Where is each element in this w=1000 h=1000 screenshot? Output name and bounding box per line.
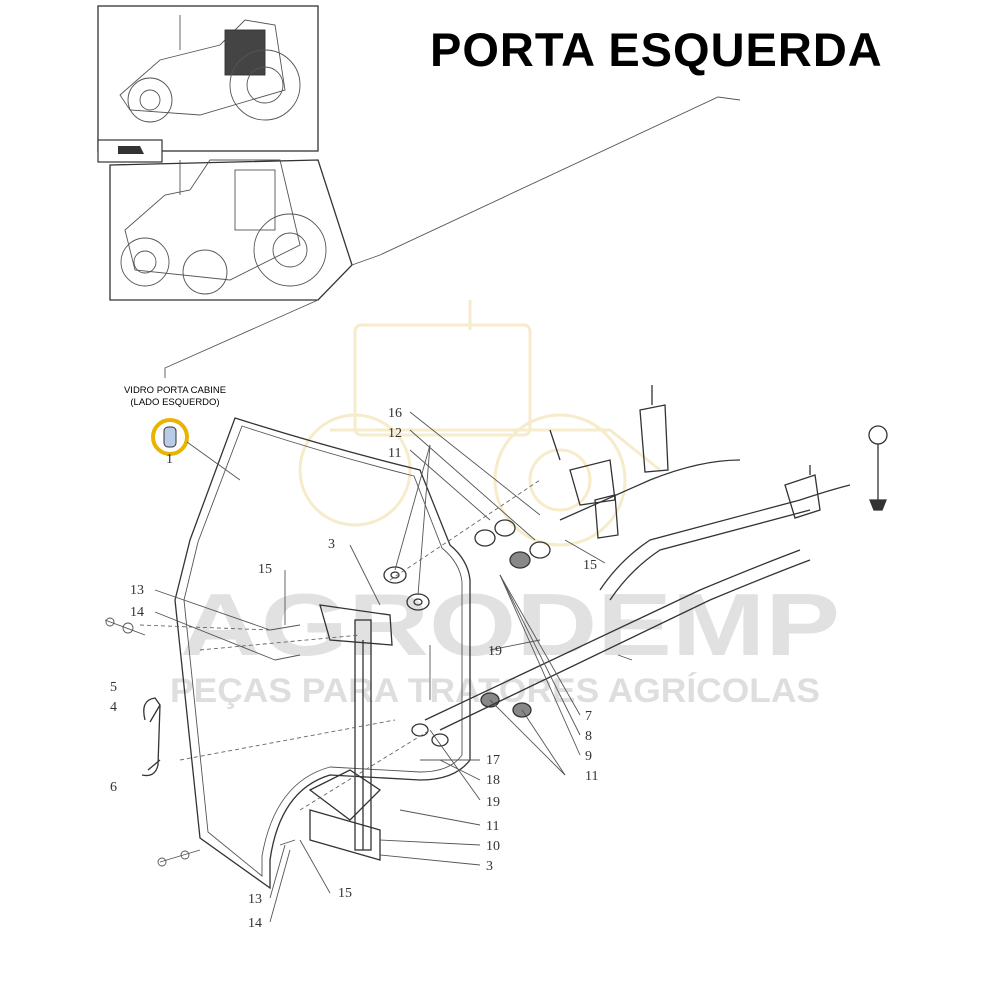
part-number-3: 3 <box>328 537 335 552</box>
part-number-7: 7 <box>585 709 592 724</box>
part-number-11: 11 <box>388 446 401 461</box>
part-number-19: 19 <box>488 644 502 659</box>
callout-line-2: (LADO ESQUERDO) <box>130 397 220 408</box>
part-number-3: 3 <box>486 859 493 874</box>
part-number-18: 18 <box>486 773 500 788</box>
part-number-16: 16 <box>388 406 402 421</box>
page-title: PORTA ESQUERDA <box>430 23 883 76</box>
part-number-13: 13 <box>130 583 144 598</box>
part-number-11: 11 <box>585 769 598 784</box>
thumbnail-leader <box>164 96 741 378</box>
part-number-15: 15 <box>258 562 272 577</box>
part-number-15: 15 <box>583 558 597 573</box>
part-number-9: 9 <box>585 749 592 764</box>
part-number-13: 13 <box>248 892 262 907</box>
alignment-lines <box>139 479 541 811</box>
glass-callout: VIDRO PORTA CABINE (LADO ESQUERDO) <box>120 385 230 409</box>
screws <box>104 617 633 867</box>
part-number-5: 5 <box>110 680 117 695</box>
part-leaders <box>154 411 606 923</box>
part-number-15: 15 <box>338 886 352 901</box>
part-number-11: 11 <box>486 819 499 834</box>
part-number-1: 1 <box>166 452 173 467</box>
latch-bracket <box>549 385 669 539</box>
watermark-tractor-icon <box>298 300 661 547</box>
item-1-highlight <box>151 418 241 481</box>
watermark: AGRODEMP PEÇAS PARA TRATORES AGRÍCOLAS <box>170 300 840 710</box>
part-number-10: 10 <box>486 839 500 854</box>
part-number-4: 4 <box>110 700 117 715</box>
hinge-assembly <box>308 604 393 861</box>
part-number-19: 19 <box>486 795 500 810</box>
part-number-8: 8 <box>585 729 592 744</box>
gas-strut <box>424 459 851 731</box>
door-stop <box>784 425 888 519</box>
tractor-thumbnail-overview <box>97 5 319 163</box>
part-number-17: 17 <box>486 753 500 768</box>
part-number-14: 14 <box>248 916 262 931</box>
part-number-6: 6 <box>110 780 117 795</box>
tractor-thumbnail-cab <box>109 159 353 301</box>
door-handle <box>141 697 161 777</box>
callout-line-1: VIDRO PORTA CABINE <box>123 385 227 396</box>
part-number-labels: 1 16 12 11 3 15 13 14 15 19 5 4 6 7 8 9 … <box>110 406 598 931</box>
part-number-14: 14 <box>130 605 144 620</box>
part-number-12: 12 <box>388 426 402 441</box>
